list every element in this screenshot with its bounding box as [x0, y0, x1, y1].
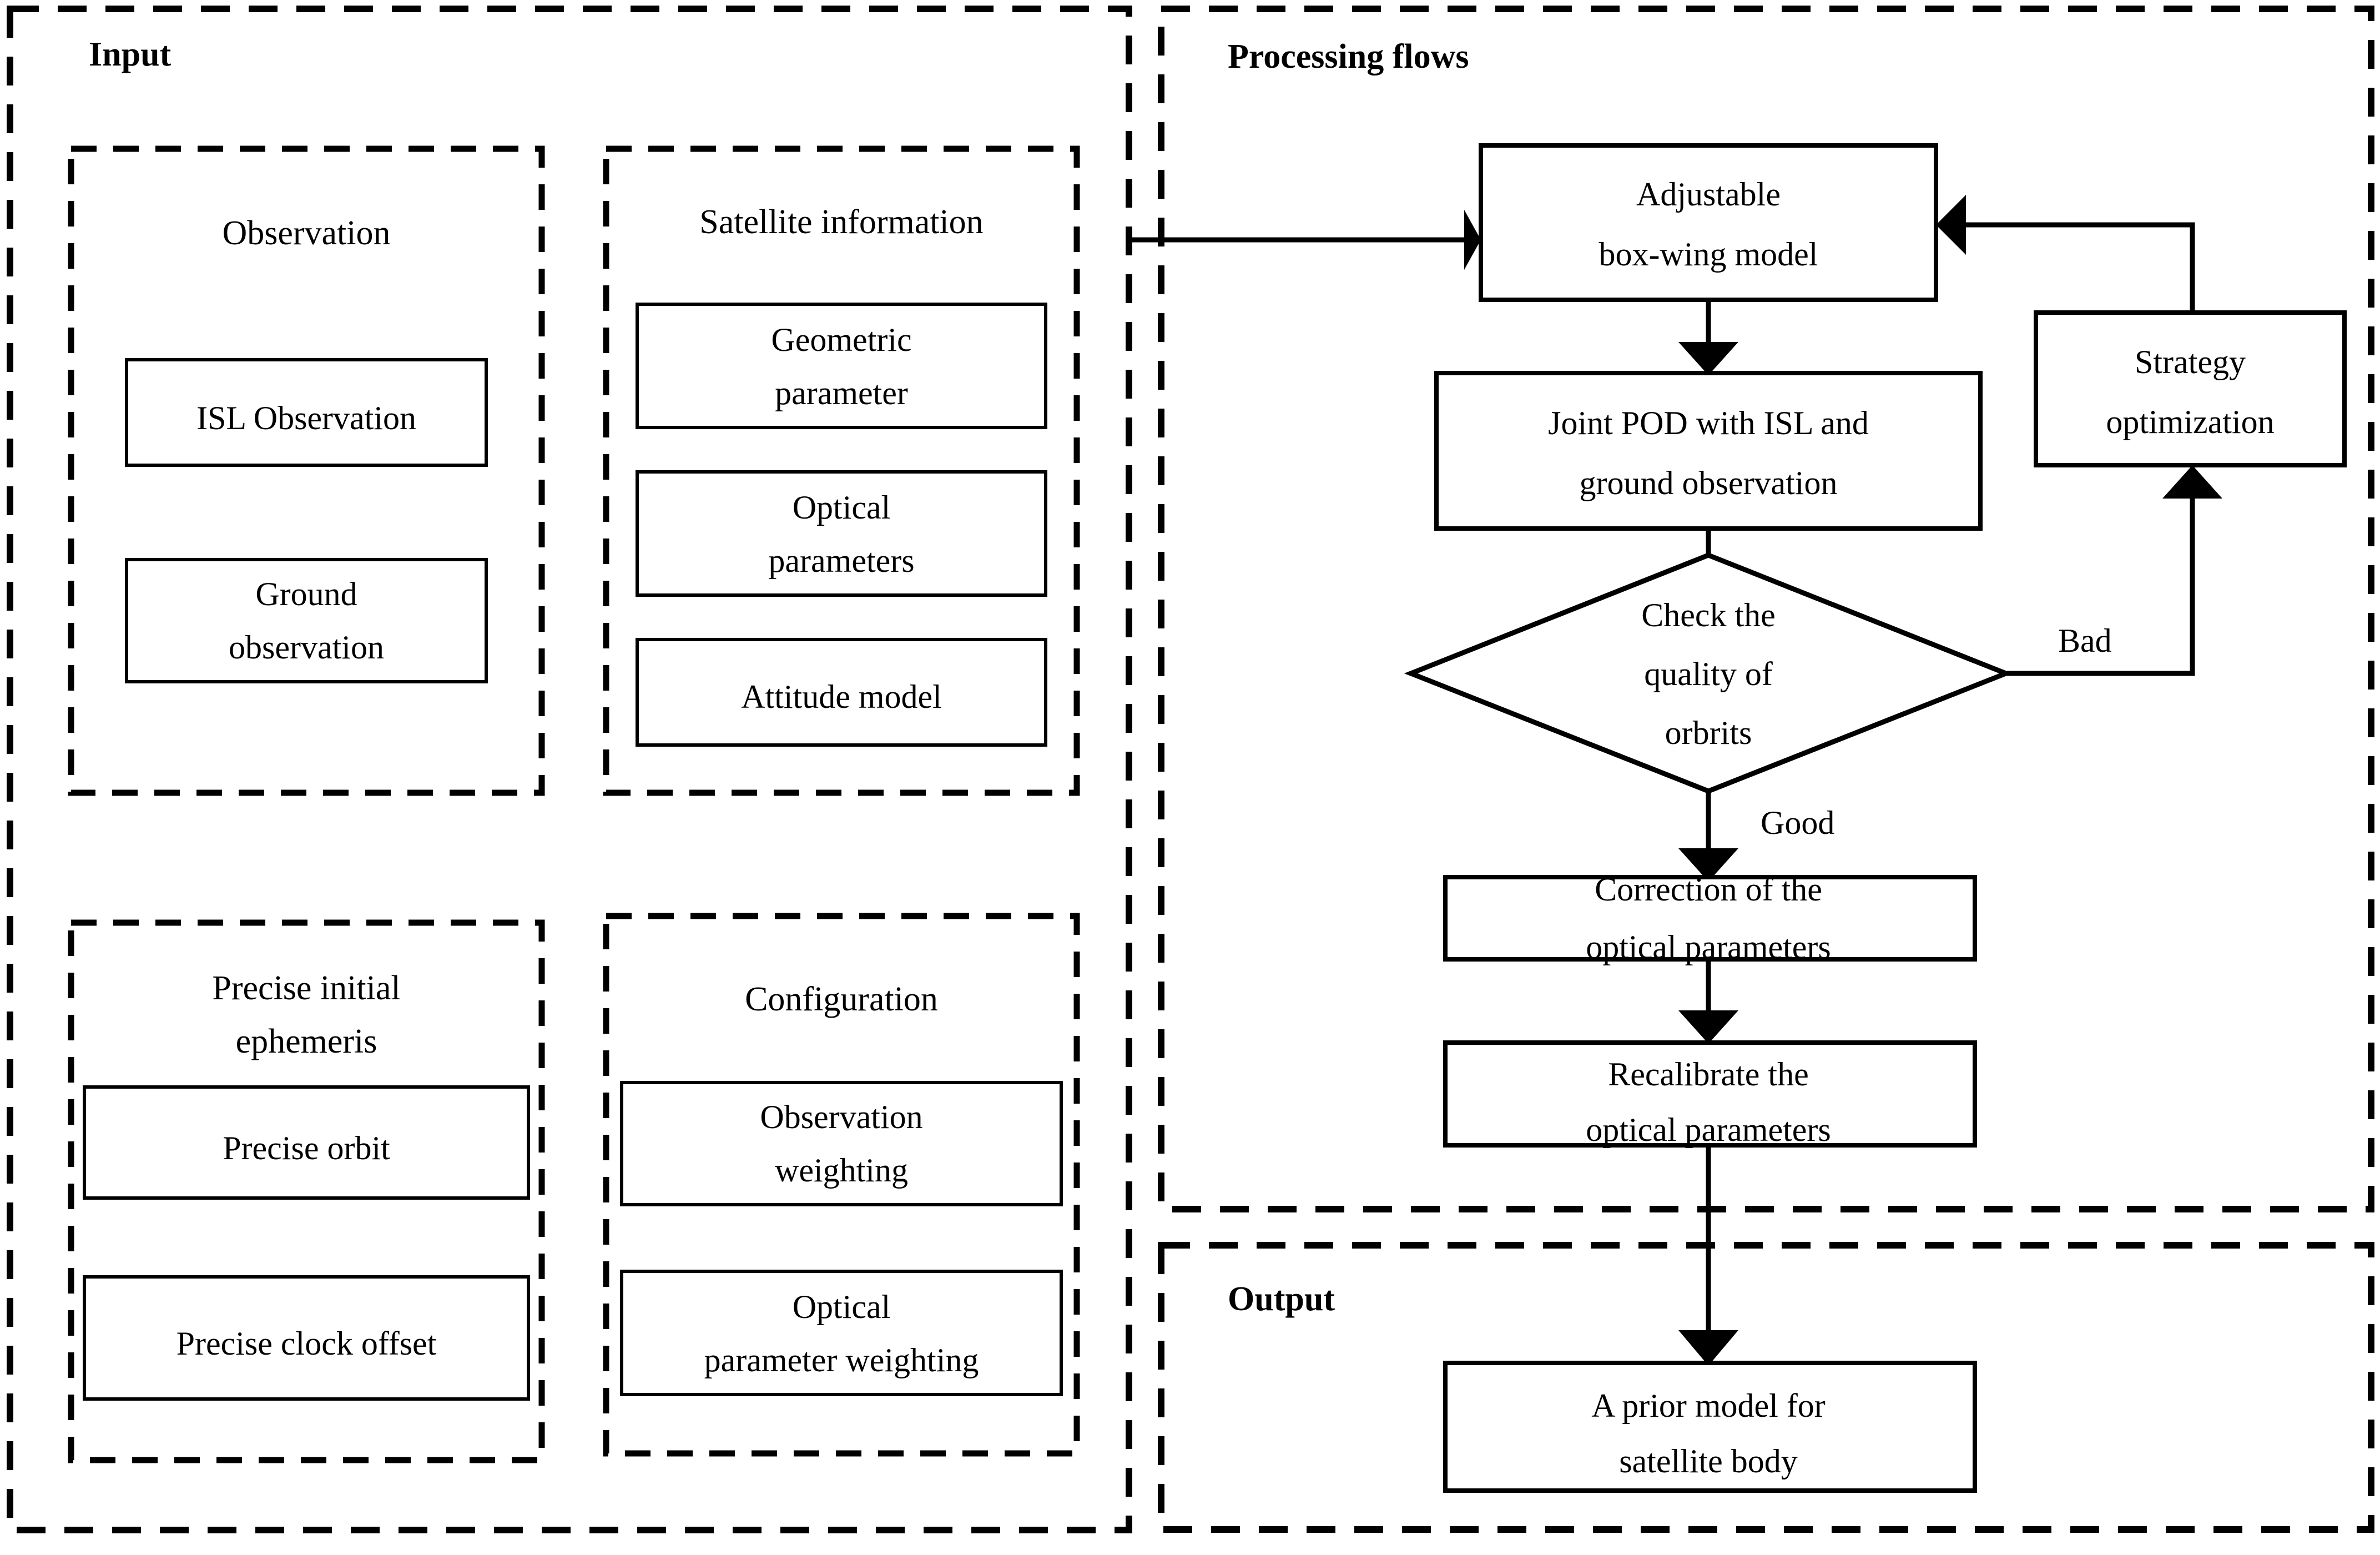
node-joint-pod-label-line1: Joint POD with ISL and [1548, 405, 1869, 441]
input-item-ground-observation[interactable] [125, 558, 488, 683]
node-correction-optical-parameters[interactable] [1443, 875, 1977, 962]
input-item-geometric-parameter-label-line1: Geometric [771, 321, 911, 358]
group-configuration-title: Configuration [745, 980, 938, 1018]
panel-output-title: Output [1228, 1280, 1335, 1318]
group-satellite-information-title: Satellite information [699, 203, 983, 241]
input-item-precise-orbit[interactable] [83, 1085, 530, 1200]
group-observation-title: Observation [222, 214, 390, 252]
input-item-optical-parameters[interactable] [636, 470, 1047, 597]
group-precise-initial-ephemeris-border [68, 919, 545, 1463]
input-item-geometric-parameter-label-line2: parameter [775, 375, 908, 411]
edge-correction-to-recalibrate-arrowhead [1678, 1010, 1738, 1044]
input-item-attitude-model-label: Attitude model [741, 678, 942, 715]
node-correction-optical-parameters-label-line1: Correction of the [1595, 871, 1822, 908]
node-joint-pod-label-line2: ground observation [1580, 465, 1838, 501]
group-observation-border [68, 145, 545, 796]
panel-processing-title: Processing flows [1228, 38, 1469, 76]
input-item-ground-observation-label-line2: observation [229, 629, 384, 666]
input-item-precise-clock-offset[interactable] [83, 1275, 530, 1401]
node-joint-pod[interactable] [1434, 371, 1983, 531]
edge-label-bad: Bad [2058, 622, 2112, 659]
input-item-isl-observation-label: ISL Observation [196, 400, 416, 436]
input-item-observation-weighting-label-line2: weighting [775, 1152, 908, 1189]
group-configuration-border [603, 913, 1080, 1457]
edge-check-good-arrowhead [1678, 848, 1738, 882]
panel-output-border [1158, 1242, 2374, 1533]
input-item-optical-parameter-weighting[interactable] [620, 1270, 1063, 1396]
node-recalibrate-optical-parameters[interactable] [1443, 1040, 1977, 1148]
group-precise-initial-ephemeris-title-line2: ephemeris [236, 1023, 377, 1060]
node-recalibrate-optical-parameters-label-line2: optical parameters [1586, 1111, 1831, 1148]
group-satellite-information-border [603, 145, 1080, 796]
node-prior-model-satellite-body[interactable] [1443, 1361, 1977, 1493]
input-item-isl-observation[interactable] [125, 358, 488, 467]
panel-input-border [7, 6, 1132, 1533]
node-strategy-optimization-label-line2: optimization [2106, 404, 2274, 440]
input-item-ground-observation-label-line1: Ground [255, 576, 357, 612]
panel-input-title: Input [89, 36, 172, 73]
node-check-quality-label-line3: orbrits [1665, 714, 1752, 751]
edge-input-to-boxwing-arrowhead [1464, 210, 1481, 270]
input-item-optical-parameter-weighting-label-line1: Optical [793, 1289, 891, 1325]
node-recalibrate-optical-parameters-label-line1: Recalibrate the [1608, 1056, 1808, 1093]
node-check-quality-label-line2: quality of [1644, 656, 1773, 692]
input-item-observation-weighting-label-line1: Observation [760, 1099, 922, 1135]
edge-check-bad-to-strategy [2006, 499, 2195, 676]
node-prior-model-satellite-body-label-line1: A prior model for [1591, 1387, 1826, 1424]
input-item-optical-parameter-weighting-label-line2: parameter weighting [704, 1342, 979, 1378]
input-item-optical-parameters-label-line2: parameters [768, 542, 914, 579]
input-item-optical-parameters-label-line1: Optical [793, 489, 891, 526]
input-item-attitude-model[interactable] [636, 638, 1047, 747]
panel-processing-border [1158, 6, 2374, 1212]
node-adjustable-box-wing-model[interactable] [1479, 143, 1938, 302]
node-prior-model-satellite-body-label-line2: satellite body [1619, 1443, 1798, 1479]
edge-boxwing-to-jointpod-arrowhead [1678, 342, 1738, 375]
node-check-quality-label-line1: Check the [1641, 597, 1776, 633]
edge-strategy-to-boxwing [1966, 222, 2195, 313]
group-precise-initial-ephemeris-title-line1: Precise initial [212, 969, 400, 1007]
input-item-geometric-parameter[interactable] [636, 303, 1047, 429]
edge-check-bad-arrowhead [2162, 465, 2222, 499]
node-strategy-optimization-label-line1: Strategy [2135, 344, 2246, 380]
input-item-observation-weighting[interactable] [620, 1081, 1063, 1206]
input-item-precise-clock-offset-label: Precise clock offset [177, 1325, 437, 1362]
node-strategy-optimization[interactable] [2034, 310, 2347, 467]
node-adjustable-box-wing-model-label-line1: Adjustable [1636, 176, 1781, 213]
edge-strategy-to-boxwing-arrowhead [1936, 195, 1966, 255]
edge-recalibrate-to-prior-model-arrowhead [1678, 1330, 1738, 1366]
input-item-precise-orbit-label: Precise orbit [223, 1130, 390, 1166]
node-adjustable-box-wing-model-label-line2: box-wing model [1599, 236, 1818, 273]
edge-label-good: Good [1761, 804, 1834, 841]
